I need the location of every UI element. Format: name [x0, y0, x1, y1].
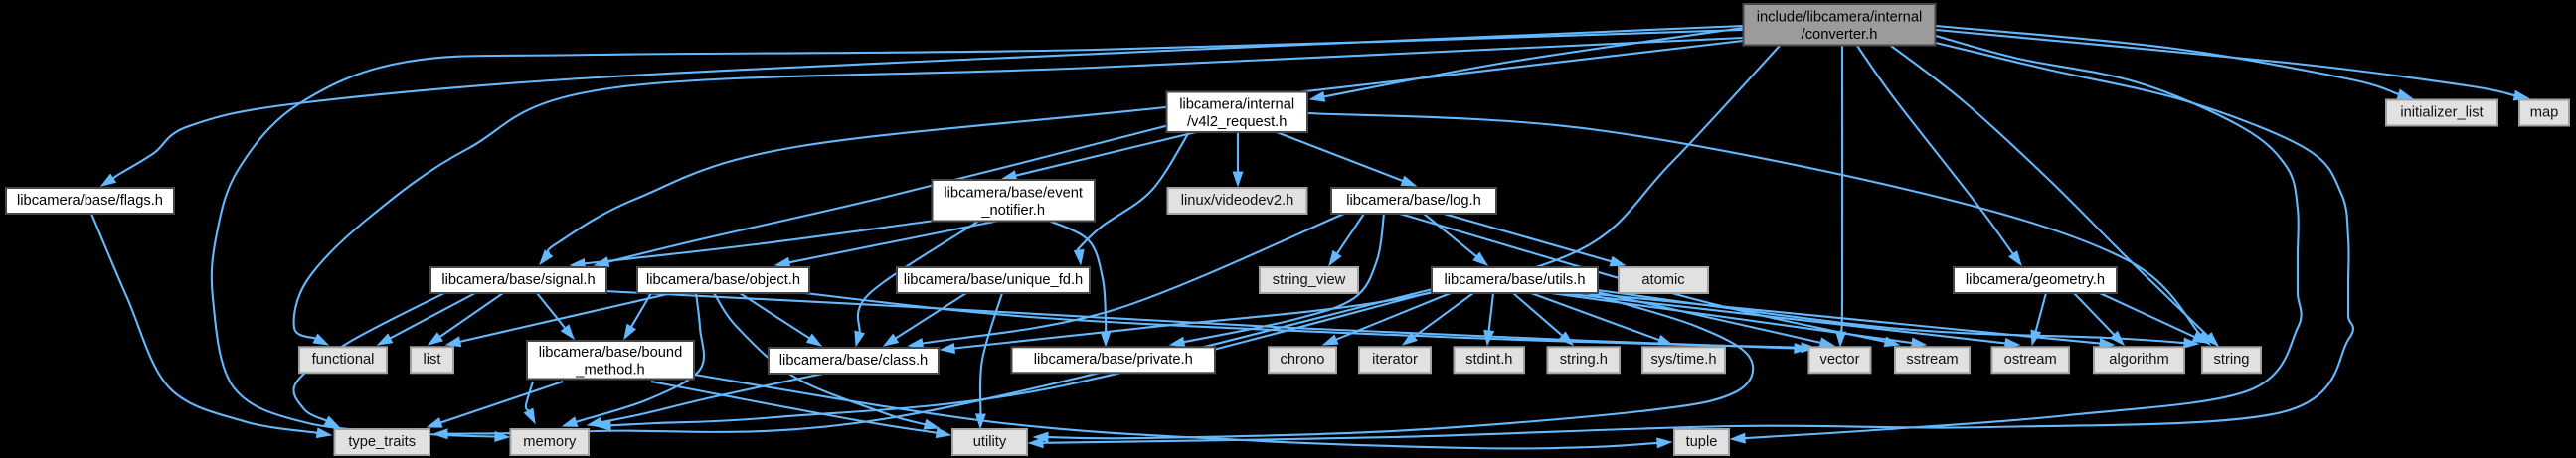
svg-text:libcamera/base/event: libcamera/base/event: [944, 185, 1083, 201]
svg-text:libcamera/base/private.h: libcamera/base/private.h: [1034, 352, 1193, 368]
svg-text:functional: functional: [312, 352, 375, 368]
svg-text:stdint.h: stdint.h: [1465, 352, 1512, 368]
svg-text:_notifier.h: _notifier.h: [980, 203, 1045, 219]
svg-text:linux/videodev2.h: linux/videodev2.h: [1181, 193, 1294, 209]
svg-text:atomic: atomic: [1641, 272, 1684, 288]
svg-text:chrono: chrono: [1281, 352, 1325, 368]
svg-text:string: string: [2214, 352, 2250, 368]
svg-text:string.h: string.h: [1560, 352, 1608, 368]
svg-text:initializer_list: initializer_list: [2400, 104, 2483, 120]
svg-text:libcamera/base/unique_fd.h: libcamera/base/unique_fd.h: [904, 272, 1083, 288]
svg-text:libcamera/base/utils.h: libcamera/base/utils.h: [1444, 272, 1585, 288]
svg-text:libcamera/base/object.h: libcamera/base/object.h: [646, 272, 800, 288]
svg-text:string_view: string_view: [1273, 272, 1346, 288]
svg-text:libcamera/geometry.h: libcamera/geometry.h: [1966, 272, 2105, 288]
svg-text:type_traits: type_traits: [348, 434, 416, 450]
svg-text:libcamera/base/signal.h: libcamera/base/signal.h: [441, 272, 595, 288]
svg-text:tuple: tuple: [1686, 434, 1718, 450]
svg-text:libcamera/base/flags.h: libcamera/base/flags.h: [17, 193, 163, 209]
svg-text:vector: vector: [1820, 352, 1860, 368]
svg-text:sstream: sstream: [1906, 352, 1958, 368]
svg-text:/converter.h: /converter.h: [1802, 27, 1878, 43]
svg-text:libcamera/internal: libcamera/internal: [1179, 97, 1294, 113]
svg-text:libcamera/base/bound: libcamera/base/bound: [539, 345, 683, 361]
svg-text:libcamera/base/class.h: libcamera/base/class.h: [779, 353, 928, 369]
svg-text:sys/time.h: sys/time.h: [1650, 352, 1716, 368]
svg-text:iterator: iterator: [1372, 352, 1418, 368]
svg-text:algorithm: algorithm: [2109, 352, 2168, 368]
svg-text:libcamera/base/log.h: libcamera/base/log.h: [1346, 193, 1481, 209]
svg-text:utility: utility: [973, 434, 1007, 450]
svg-text:memory: memory: [523, 434, 577, 450]
svg-text:ostream: ostream: [2004, 352, 2057, 368]
svg-text:include/libcamera/internal: include/libcamera/internal: [1757, 9, 1923, 25]
svg-text:list: list: [424, 352, 441, 368]
svg-text:/v4l2_request.h: /v4l2_request.h: [1187, 114, 1287, 130]
svg-text:_method.h: _method.h: [575, 362, 644, 378]
svg-text:map: map: [2530, 104, 2559, 120]
